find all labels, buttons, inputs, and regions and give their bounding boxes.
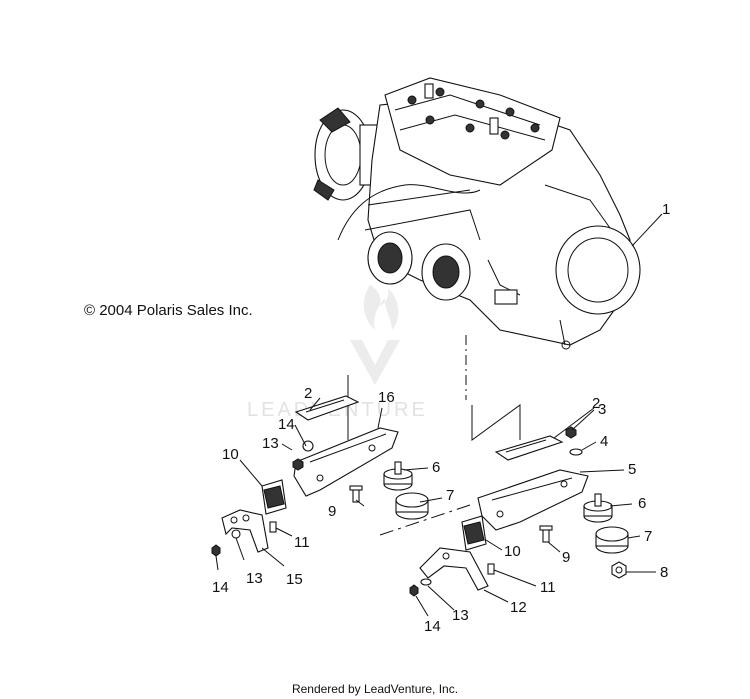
callout-11-right: 11 <box>540 579 556 596</box>
footer-credit: Rendered by LeadVenture, Inc. <box>291 682 459 696</box>
left-mount-group <box>211 395 429 557</box>
callout-2-right: 2 <box>592 395 600 412</box>
callout-14-upper-left: 14 <box>278 416 295 433</box>
callout-2-left: 2 <box>304 385 312 402</box>
leader-lines <box>215 213 663 617</box>
callout-9-right: 9 <box>562 549 570 566</box>
callout-10-right: 10 <box>504 543 521 560</box>
callout-5: 5 <box>628 461 636 478</box>
callout-3: 3 <box>598 401 606 418</box>
callout-10-left: 10 <box>222 446 239 463</box>
callout-1: 1 <box>662 201 670 218</box>
copyright-notice: © 2004 Polaris Sales Inc. <box>84 302 253 319</box>
callout-labels: 1 2 14 16 13 10 9 11 15 13 14 6 7 2 3 4 … <box>212 201 670 635</box>
callout-12: 12 <box>510 599 527 616</box>
callout-9-left: 9 <box>328 503 336 520</box>
callout-7-left: 7 <box>446 487 454 504</box>
callout-15: 15 <box>286 571 303 588</box>
callout-13-lower-left: 13 <box>246 570 263 587</box>
callout-16: 16 <box>378 389 395 406</box>
callout-14-lower-left: 14 <box>212 579 229 596</box>
alignment-lines <box>347 335 521 536</box>
callout-13-upper-left: 13 <box>262 435 279 452</box>
callout-11-left: 11 <box>294 534 310 551</box>
callout-8: 8 <box>660 564 668 581</box>
callout-4: 4 <box>600 433 608 450</box>
engine-assembly <box>313 77 641 350</box>
callout-13-right: 13 <box>452 607 469 624</box>
callout-14-right: 14 <box>424 618 441 635</box>
callout-6-left: 6 <box>432 459 440 476</box>
right-mount-group <box>409 426 629 597</box>
callout-6-right: 6 <box>638 495 646 512</box>
callout-7-right: 7 <box>644 528 652 545</box>
